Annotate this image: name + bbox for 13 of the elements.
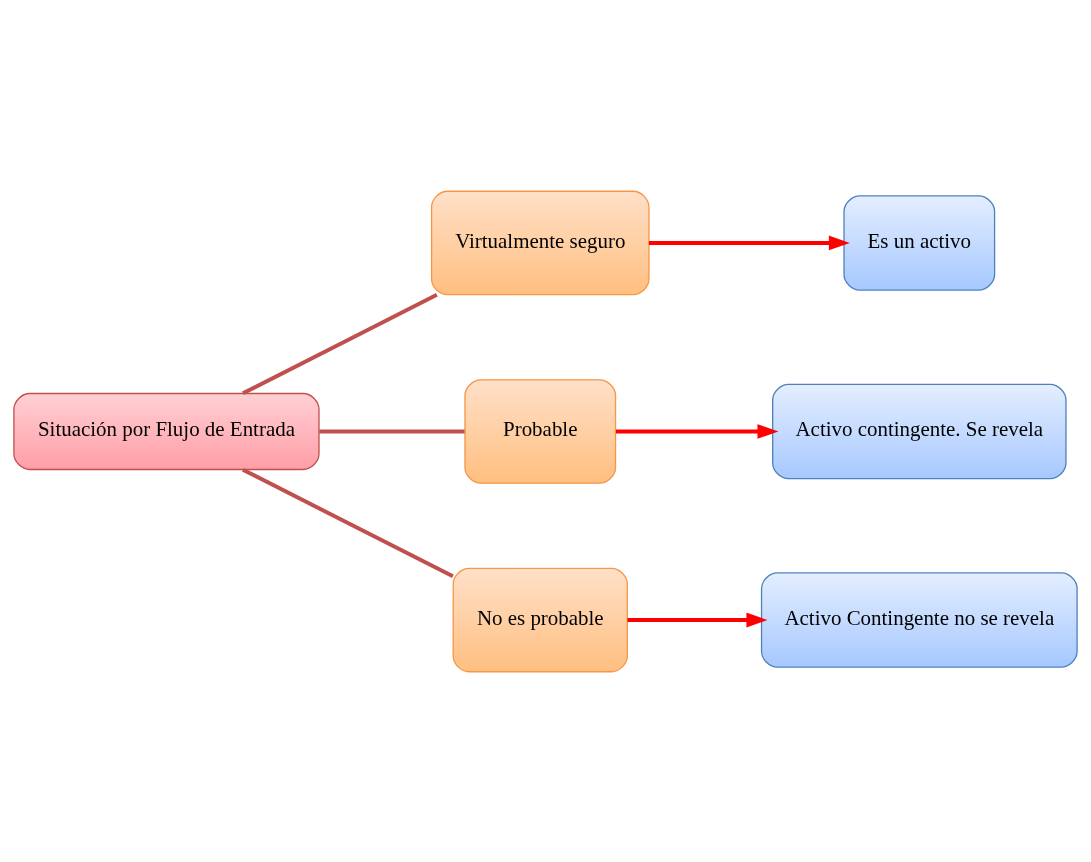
- node-box: Es un activo: [843, 194, 996, 291]
- node-box: Virtualmente seguro: [430, 190, 650, 295]
- arrow: [648, 235, 850, 250]
- arrow: [615, 423, 779, 439]
- node-box: Probable: [464, 378, 617, 484]
- node-box: Situación por Flujo de Entrada: [13, 392, 320, 470]
- connector: [242, 467, 454, 578]
- connector: [242, 292, 438, 395]
- arrow: [627, 612, 768, 627]
- node-box: Activo Contingente no se revela: [760, 571, 1078, 668]
- connector: [319, 429, 465, 433]
- node-box: Activo contingente. Se revela: [772, 383, 1067, 479]
- node-box: No es probable: [452, 567, 628, 672]
